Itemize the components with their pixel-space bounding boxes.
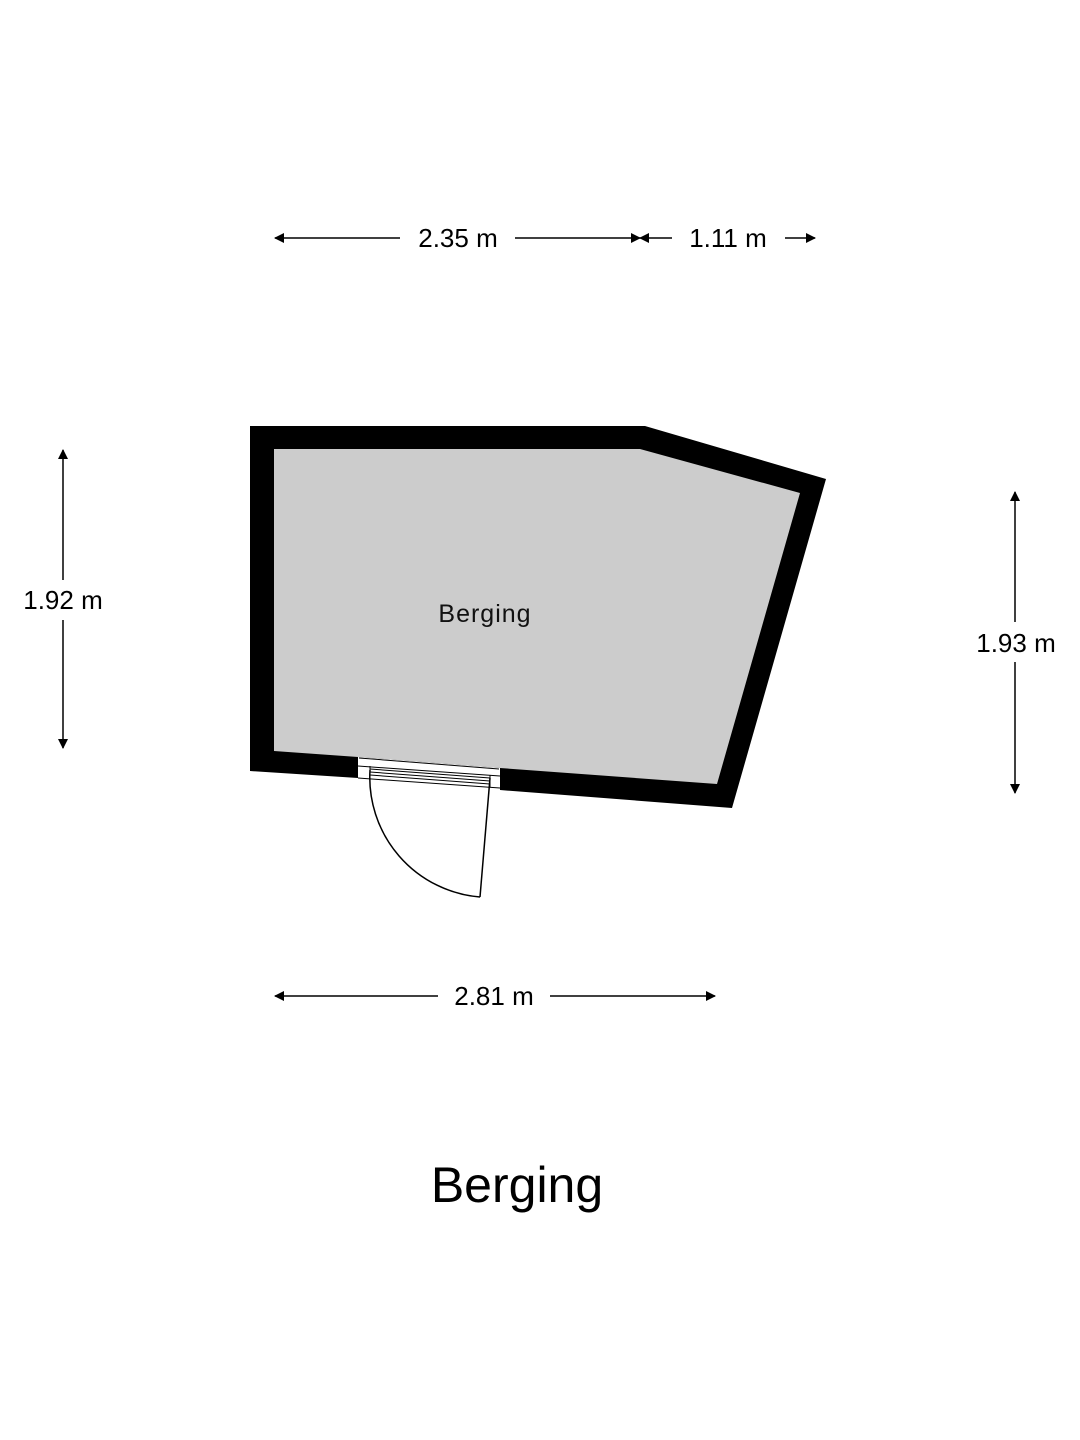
dim-label-top-right: 1.11 m: [689, 223, 767, 253]
dim-label-bottom: 2.81 m: [454, 981, 534, 1011]
door-swing: [369, 769, 491, 898]
door-threshold: [357, 757, 501, 789]
room-floor-berging: [274, 449, 800, 784]
dim-label-right: 1.93 m: [976, 628, 1056, 658]
plan-title: Berging: [431, 1157, 603, 1213]
dim-label-top-left: 2.35 m: [418, 223, 498, 253]
dim-label-left: 1.92 m: [23, 585, 103, 615]
room-label: Berging: [438, 600, 531, 628]
